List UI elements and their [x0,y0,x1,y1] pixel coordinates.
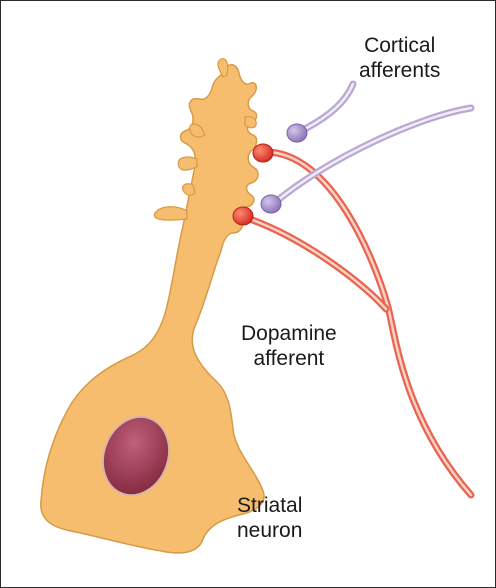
dendritic-spine [178,157,197,170]
dopamine-afferent-label-line1: Dopamine [241,321,337,346]
dendritic-spine [154,207,187,220]
cortical-afferents-label-line1: Cortical [359,33,440,58]
cortical-terminal [287,124,307,142]
dopamine-afferent-label: Dopamine afferent [241,321,337,371]
cortical-terminal [261,195,281,213]
dopamine-terminal [253,144,273,162]
dopamine-afferent-label-line2: afferent [241,346,337,371]
cortical-afferents-label-line2: afferents [359,58,440,83]
striatal-neuron-label-line1: Striatal [237,493,302,518]
dendritic-spine [218,59,228,77]
striatal-neuron-label: Striatal neuron [237,493,302,543]
dendritic-spine [183,184,195,196]
cortical-afferents-label: Cortical afferents [359,33,440,83]
cortical-afferent-axons [273,84,471,204]
striatal-neuron [41,59,264,553]
dopamine-terminal [233,207,253,225]
dendritic-spine [245,117,256,128]
striatal-neuron-label-line2: neuron [237,518,302,543]
